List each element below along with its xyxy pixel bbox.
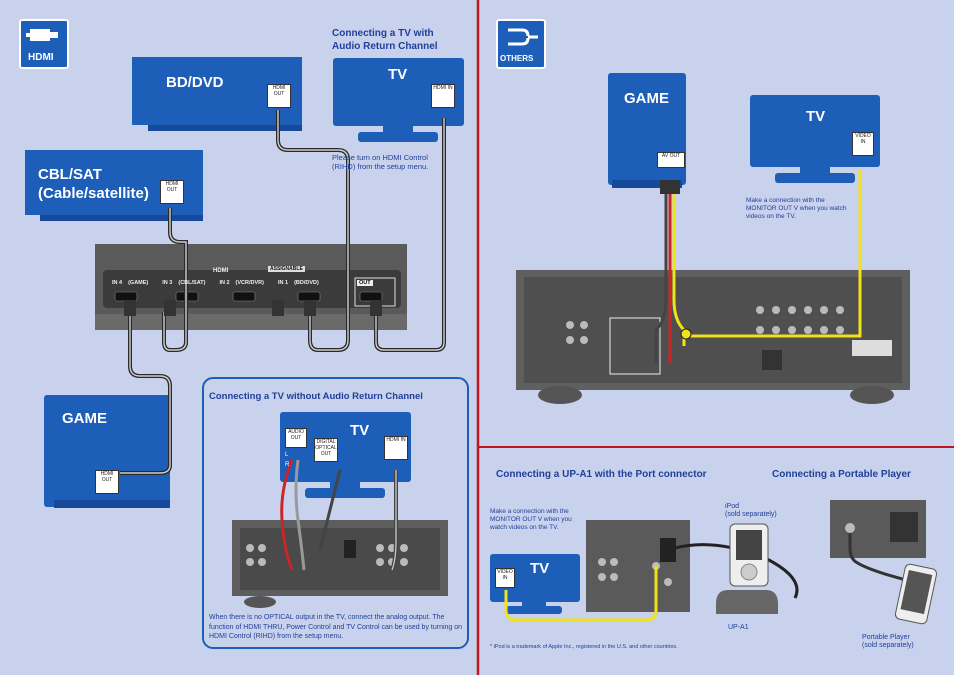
input-label: IN 3 <box>162 280 173 286</box>
game-right-label: GAME <box>624 90 669 107</box>
game-left-label: GAME <box>62 410 107 427</box>
tv-arc-label: TV <box>388 66 408 83</box>
receiver-back-portable <box>830 500 926 558</box>
tv-right-label: TV <box>806 108 826 125</box>
portable-player-device <box>894 563 938 625</box>
note-upa1: UP-A1 <box>728 624 749 631</box>
audio-r-label: R <box>285 462 290 468</box>
hdmi-plug-icon <box>26 29 58 41</box>
game-hdmi-out-port: HDMI OUT <box>95 470 119 494</box>
tv-upa1-video-in-port: VIDEO IN <box>495 568 515 588</box>
note-hdmi-control: Please turn on HDMI Control (RIHD) from … <box>332 153 429 171</box>
receiver-input-labels: IN 4 (GAME) IN 3 (CBL/SAT) IN 2 (VCR/DVR… <box>112 280 362 286</box>
tv-video-in-port: VIDEO IN <box>852 132 874 156</box>
heading-upa1: Connecting a UP-A1 with the Port connect… <box>496 469 707 480</box>
input-label: IN 4 <box>112 280 123 286</box>
av-out-port: AV OUT <box>657 152 685 168</box>
receiver-out-label: OUT <box>357 280 373 286</box>
note-ipod: iPod (sold separately) <box>725 503 777 518</box>
upa1-dock <box>716 590 778 614</box>
cbl-sat-label-2: (Cable/satellite) <box>38 185 149 202</box>
plug <box>272 300 284 316</box>
receiver-back-inset <box>232 520 448 608</box>
input-label: (BD/DVD) <box>294 280 319 286</box>
bd-dvd-label: BD/DVD <box>166 74 224 91</box>
heading-no-arc: Connecting a TV without Audio Return Cha… <box>209 391 423 402</box>
audio-l-label: L <box>285 452 289 458</box>
note-no-optical: When there is no OPTICAL output in the T… <box>209 614 463 640</box>
input-label: (CBL/SAT) <box>178 280 206 286</box>
note-monitor-out: Make a connection with the MONITOR OUT V… <box>746 197 847 220</box>
tv-upa1-device <box>490 554 580 614</box>
tv-noarc-label: TV <box>350 422 370 439</box>
digital-optical-out-port: DIGITAL OPTICAL OUT <box>314 438 338 462</box>
receiver-hdmi-panel <box>95 244 407 330</box>
rca-plug-icon <box>508 28 538 46</box>
input-label: IN 2 <box>219 280 230 286</box>
heading-arc: Connecting a TV with Audio Return Channe… <box>332 28 438 52</box>
note-trademark: * iPod is a trademark of Apple Inc., reg… <box>490 644 678 650</box>
tv-hdmi-in-port: HDMI IN <box>431 84 455 108</box>
input-label: (GAME) <box>128 280 149 286</box>
cbl-hdmi-out-port: HDMI OUT <box>160 180 184 204</box>
receiver-back-upa1 <box>586 520 690 612</box>
tv-noarc-device <box>280 412 411 498</box>
bd-hdmi-out-port: HDMI OUT <box>267 84 291 108</box>
receiver-hdmi-label: HDMI <box>213 268 229 274</box>
hdmi-badge-label: HDMI <box>28 52 54 63</box>
input-label: (VCR/DVR) <box>235 280 264 286</box>
tv-right-device <box>750 95 880 183</box>
input-label: IN 1 <box>277 280 289 286</box>
tv-upa1-label: TV <box>530 560 550 577</box>
game-left-device <box>44 395 170 508</box>
ipod-device <box>729 523 769 587</box>
note-monitor-out-upa1: Make a connection with the MONITOR OUT V… <box>490 508 572 531</box>
note-portable: Portable Player (sold separately) <box>862 634 914 649</box>
assignable-label: ASSIGNABLE <box>268 266 305 272</box>
tv-arc-device <box>333 58 464 142</box>
cbl-sat-label-1: CBL/SAT <box>38 166 102 183</box>
tv-noarc-hdmi-in-port: HDMI IN <box>384 436 408 460</box>
audio-out-port: AUDIO OUT <box>285 428 307 448</box>
heading-portable: Connecting a Portable Player <box>772 469 911 480</box>
receiver-back-right <box>516 270 910 404</box>
others-badge-label: OTHERS <box>500 54 534 63</box>
